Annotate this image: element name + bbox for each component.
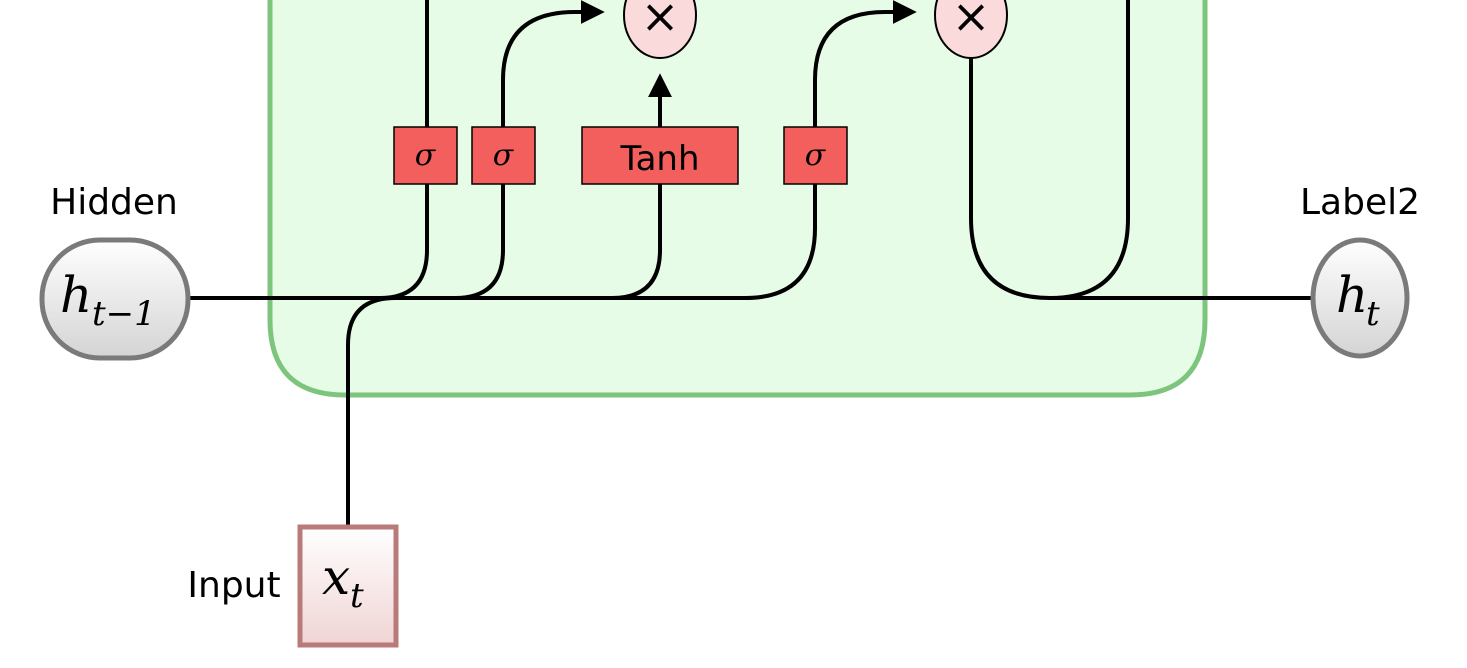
- x-t-base: x: [322, 548, 350, 606]
- h-prev-sub: t−1: [92, 294, 156, 334]
- hidden-node-out: h t: [1310, 237, 1410, 359]
- gate-tanh: Tanh: [581, 126, 739, 185]
- input-label: Input: [187, 565, 280, 606]
- mult-op-2: ×: [934, 0, 1008, 59]
- input-node: x t: [297, 524, 399, 648]
- gate-tanh-label: Tanh: [619, 139, 699, 179]
- x-t-sub: t: [350, 576, 364, 616]
- gate-sigma-1: σ: [393, 126, 458, 185]
- gate-sigma-1-label: σ: [415, 138, 437, 173]
- gate-sigma-2: σ: [471, 126, 536, 185]
- h-t-sub: t: [1366, 294, 1380, 334]
- h-t-base: h: [1336, 266, 1368, 324]
- h-prev-base: h: [60, 266, 92, 324]
- hidden-node-prev: h t−1: [39, 237, 191, 361]
- label2-label: Label2: [1300, 182, 1420, 223]
- mult-op-1: ×: [623, 0, 697, 59]
- gate-sigma-2-label: σ: [493, 138, 515, 173]
- hidden-label: Hidden: [50, 182, 178, 223]
- multiply-icon: ×: [641, 0, 680, 43]
- multiply-icon: ×: [952, 0, 991, 43]
- gate-sigma-3-label: σ: [805, 138, 827, 173]
- lstm-cell: [267, 0, 1208, 398]
- gate-sigma-3: σ: [783, 126, 848, 185]
- wires: [186, 0, 1312, 527]
